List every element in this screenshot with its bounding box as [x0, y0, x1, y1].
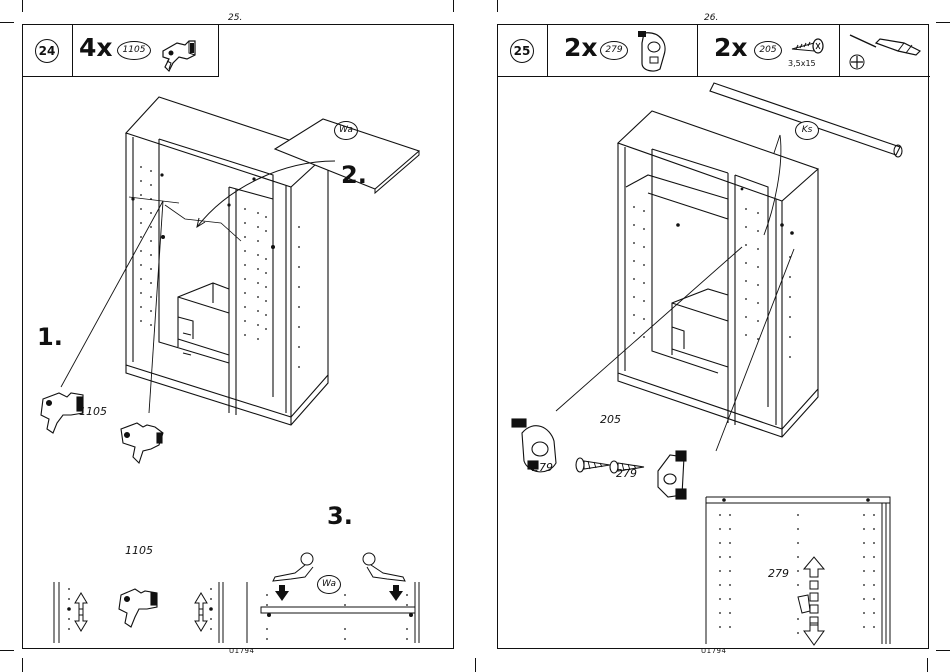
part-a-cell: 2x 279	[548, 25, 698, 77]
part-label-1105: 1105	[79, 405, 107, 418]
footer-code: U1794	[229, 647, 254, 655]
wardrobe-rail-drawing	[498, 77, 930, 650]
part-label-279-left: 279	[532, 461, 553, 474]
part-ref: 1105	[117, 41, 151, 60]
shelf-support-icon	[634, 29, 674, 75]
step-header: 24 4x 1105	[23, 25, 219, 77]
hinge-bracket-icon	[159, 33, 201, 73]
shelf-ref-wa-detail: Wa	[317, 575, 341, 594]
page-number: 25.	[228, 13, 242, 23]
callout-step-2: 2.	[341, 161, 367, 189]
footer-code: U1794	[701, 647, 726, 655]
instruction-frame: 25 2x 279 2x 205	[497, 24, 929, 649]
phillips-head-icon	[848, 53, 866, 71]
rail-ref-ks: Ks	[795, 121, 819, 140]
screw-size: 3,5x15	[788, 59, 816, 68]
step-number: 25	[510, 39, 534, 63]
tool-cell	[840, 25, 930, 77]
right-page: 26. 25 2x 279 2x 205	[475, 0, 950, 672]
instruction-frame: 24 4x 1105	[22, 24, 454, 649]
quantity-a: 2x	[564, 33, 598, 62]
step-header: 25 2x 279 2x 205	[498, 25, 930, 77]
part-ref-205: 205	[754, 41, 782, 60]
callout-step-1: 1.	[37, 323, 63, 351]
left-page: 25. 24 4x 1105	[0, 0, 475, 672]
part-label-1105-detail: 1105	[125, 544, 153, 557]
screw-icon	[790, 33, 826, 57]
part-ref-279: 279	[600, 41, 628, 60]
step-number-cell: 25	[498, 25, 548, 77]
callout-step-3: 3.	[327, 502, 353, 530]
part-label-279-right: 279	[616, 467, 637, 480]
quantity-b: 2x	[714, 33, 748, 62]
quantity: 4x	[79, 33, 113, 62]
wardrobe-drawing	[23, 77, 455, 650]
part-b-cell: 2x 205 3,5x15	[698, 25, 840, 77]
step-number: 24	[35, 39, 59, 63]
step-number-cell: 24	[23, 25, 73, 77]
shelf-ref-wa: Wa	[334, 121, 358, 140]
part-label-205: 205	[600, 413, 621, 426]
part-label-279-detail: 279	[768, 567, 789, 580]
page-number: 26.	[704, 13, 718, 23]
